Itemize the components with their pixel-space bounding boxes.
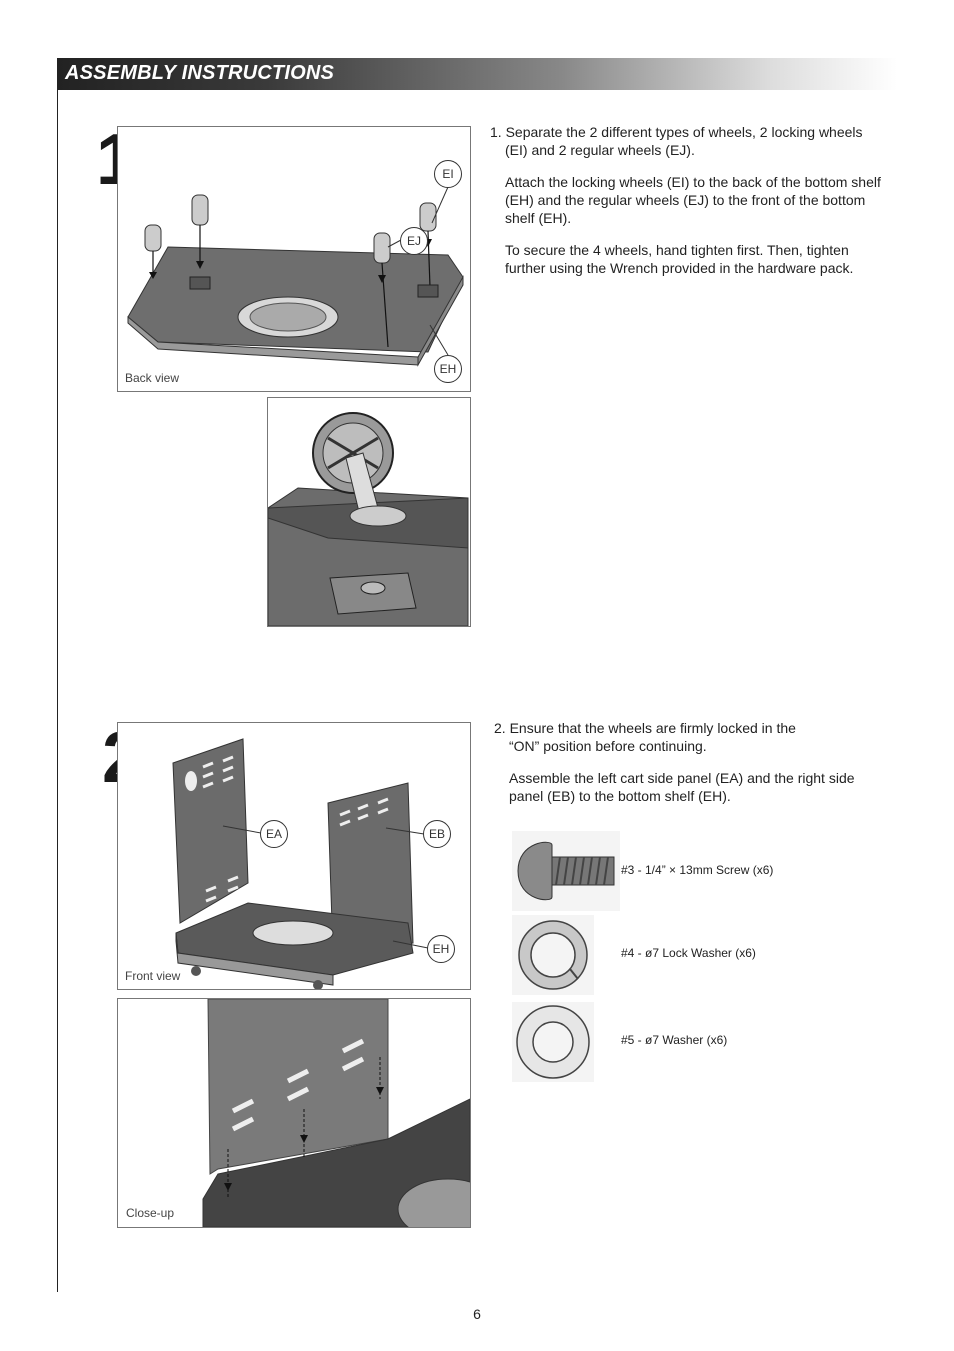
step-2-instruction: 2. Ensure that the wheels are firmly loc… [494, 720, 796, 736]
step-2-paragraph-2: Assemble the left cart side panel (EA) a… [509, 770, 855, 804]
step-2-instructions: 2. Ensure that the wheels are firmly loc… [494, 719, 864, 819]
callout-eh: EH [427, 935, 455, 963]
step-1-wheel-closeup-figure [267, 397, 471, 627]
callout-ej: EJ [400, 227, 428, 255]
screw-icon [512, 831, 620, 911]
bottom-shelf-back-view-illustration [127, 186, 464, 367]
callout-eh: EH [434, 355, 462, 383]
figure-caption: Back view [125, 371, 180, 385]
step-2-closeup-figure: Close-up [117, 998, 471, 1228]
lock-washer-icon [512, 915, 594, 995]
hardware-label-washer: #5 - ø7 Washer (x6) [621, 1033, 728, 1047]
step-1-instructions: 1. Separate the 2 different types of whe… [490, 123, 890, 291]
step-1-instruction: 1. Separate the 2 different types of whe… [490, 124, 863, 140]
step-1-back-view-figure: EI EJ EH Back view [117, 126, 471, 392]
page-number: 6 [473, 1306, 481, 1322]
hardware-label-screw: #3 - 1/4” × 13mm Screw (x6) [621, 863, 774, 877]
step-1-instruction-cont: (EI) and 2 regular wheels (EJ). [505, 142, 695, 158]
hardware-label-lock-washer: #4 - ø7 Lock Washer (x6) [621, 946, 756, 960]
figure-caption-front: Front view [125, 969, 181, 983]
figure-caption-closeup: Close-up [126, 1206, 175, 1220]
washer-icon [512, 1002, 594, 1082]
step-2-front-view-figure: EA EB EH Front view [117, 722, 471, 990]
callout-ea: EA [260, 820, 288, 848]
step-1-paragraph-3: To secure the 4 wheels, hand tighten fir… [505, 242, 854, 276]
section-title: ASSEMBLY INSTRUCTIONS [65, 62, 335, 84]
callout-eb: EB [423, 820, 451, 848]
margin-rule [57, 90, 58, 1292]
side-panels-front-view-illustration [172, 738, 429, 989]
panel-attachment-closeup-illustration [202, 999, 470, 1227]
step-1-paragraph-2: Attach the locking wheels (EI) to the ba… [505, 174, 881, 226]
callout-ei: EI [434, 160, 462, 188]
section-header: ASSEMBLY INSTRUCTIONS [57, 58, 897, 90]
step-2-instruction-cont: “ON” position before continuing. [509, 738, 707, 754]
wheel-closeup-illustration [268, 412, 469, 626]
